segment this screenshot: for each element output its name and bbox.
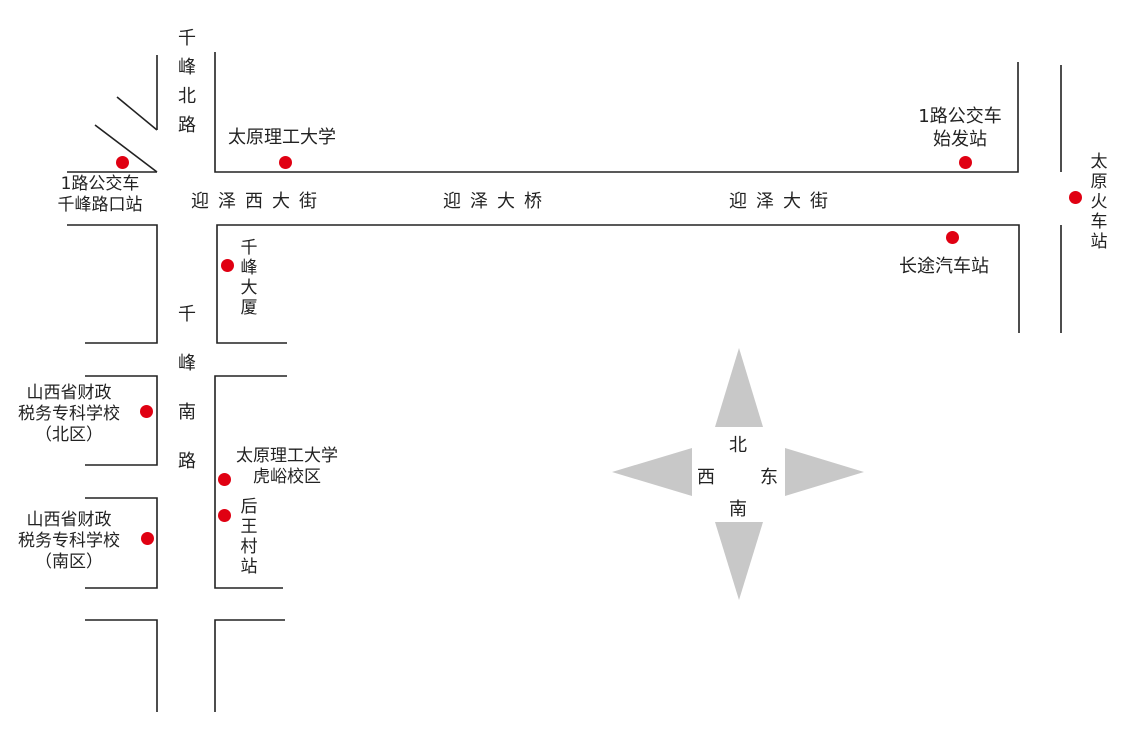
compass-arrow-south [715, 522, 763, 600]
label-taiyuan-station: 太原火车站 [1090, 152, 1108, 252]
marker-qianfeng-building [221, 259, 234, 272]
label-line: （南区） [35, 552, 103, 572]
compass-east-label: 东 [760, 467, 778, 488]
label-line: 太原理工大学 [236, 446, 338, 466]
label-line: 始发站 [933, 129, 987, 150]
compass-west-label: 西 [697, 467, 715, 488]
compass-north-label: 北 [729, 435, 747, 456]
marker-bus1-terminal [959, 156, 972, 169]
road-label-yingze-west: 迎泽西大街 [191, 191, 326, 212]
label-qianfeng-building: 千峰大厦 [240, 238, 258, 318]
marker-finance-school-north [140, 405, 153, 418]
road-label-yingze-street: 迎泽大街 [729, 191, 837, 212]
marker-tyut [279, 156, 292, 169]
road-label-yingze-bridge: 迎泽大桥 [443, 191, 551, 212]
label-line: 1路公交车 [918, 106, 1002, 127]
compass-arrows [612, 348, 864, 600]
marker-tyut-huyu [218, 473, 231, 486]
road-label-qianfeng-north: 千峰北路 [178, 28, 196, 136]
label-line: 1路公交车 [60, 174, 140, 194]
compass-arrow-north [715, 348, 763, 427]
label-tyut: 太原理工大学 [228, 127, 336, 148]
label-line: 虎峪校区 [253, 467, 321, 487]
label-line: 山西省财政 [26, 383, 112, 403]
marker-taiyuan-station [1069, 191, 1082, 204]
label-line: （北区） [35, 425, 103, 445]
label-line: 山西省财政 [26, 510, 112, 530]
label-line: 税务专科学校 [18, 404, 120, 424]
label-finance-school-north: 山西省财政 税务专科学校 （北区） [0, 383, 138, 446]
marker-finance-school-south [141, 532, 154, 545]
label-bus1-qianfeng: 1路公交车 千峰路口站 [40, 174, 160, 216]
label-tyut-huyu: 太原理工大学 虎峪校区 [226, 446, 348, 488]
road-label-qianfeng-south: 千峰南路 [178, 304, 196, 472]
marker-bus1-qianfeng [116, 156, 129, 169]
compass-arrow-east [785, 448, 864, 496]
compass-south-label: 南 [729, 499, 747, 520]
label-long-distance-bus: 长途汽车站 [899, 256, 989, 277]
label-line: 千峰路口站 [57, 195, 143, 215]
label-line: 税务专科学校 [18, 531, 120, 551]
label-bus1-terminal: 1路公交车 始发站 [900, 105, 1020, 151]
compass-arrow-west [612, 448, 692, 496]
marker-long-distance-bus [946, 231, 959, 244]
label-finance-school-south: 山西省财政 税务专科学校 （南区） [0, 510, 138, 573]
marker-houwangcun [218, 509, 231, 522]
label-houwangcun: 后王村站 [240, 497, 258, 577]
